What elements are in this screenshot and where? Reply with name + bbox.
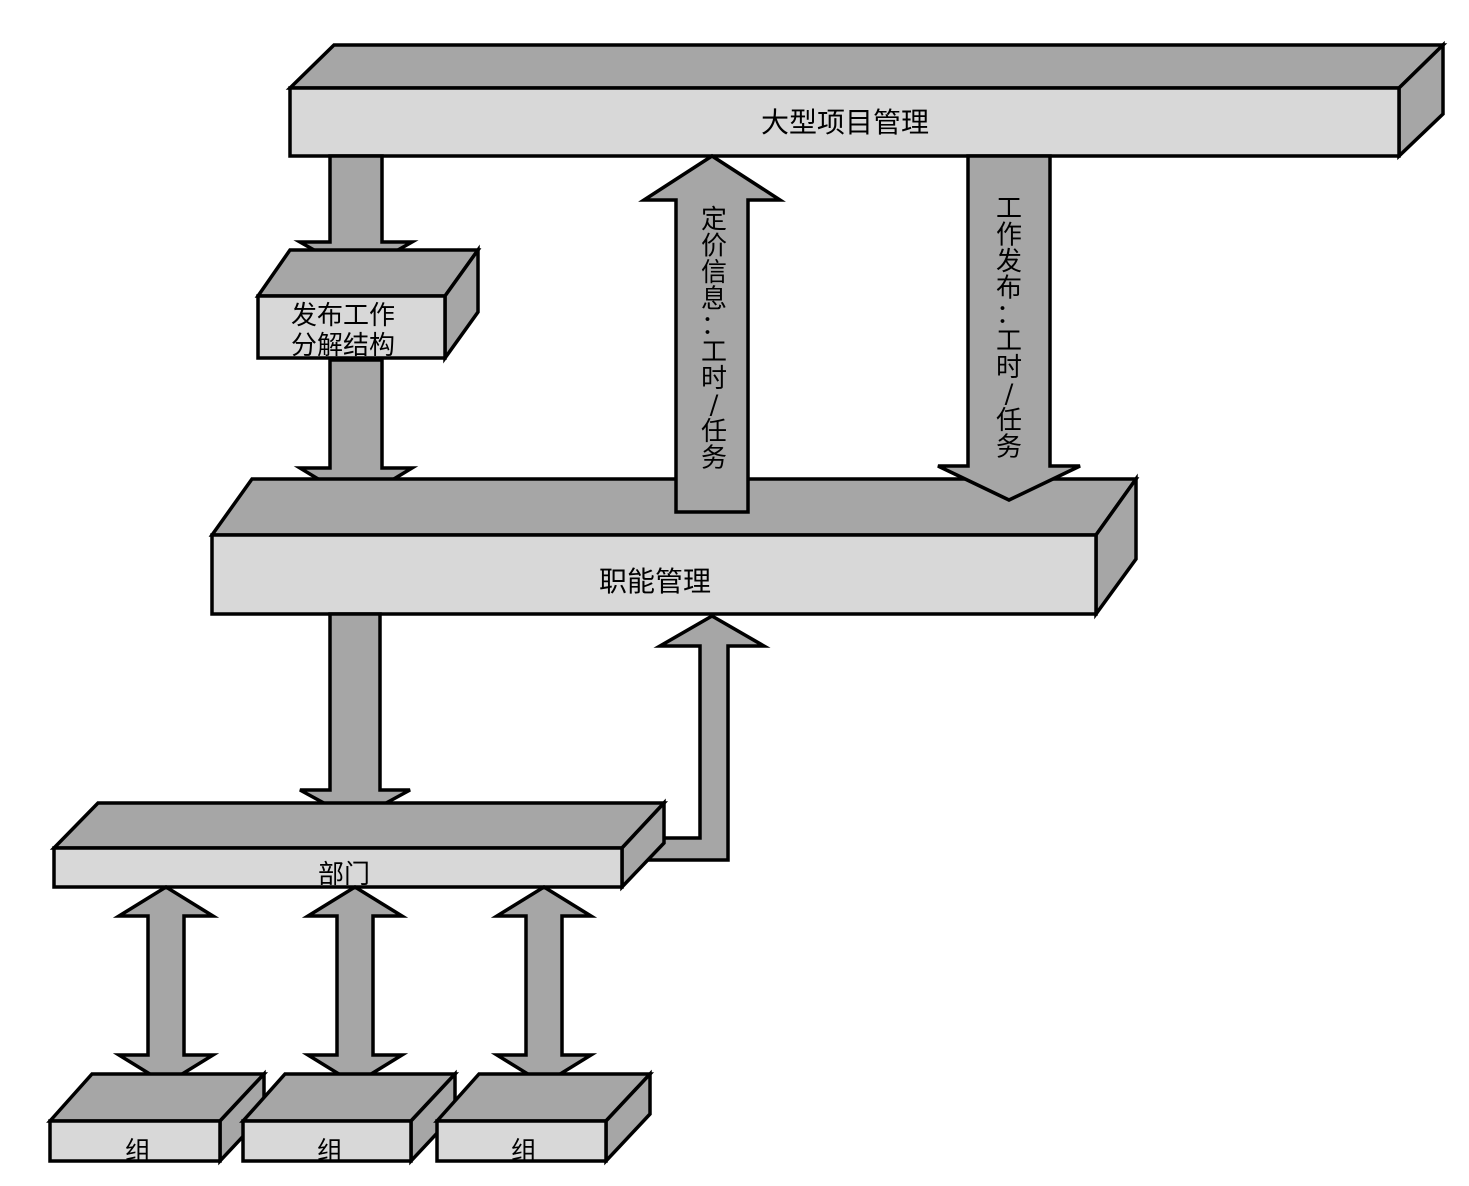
department-label: 部门 (318, 860, 370, 890)
pricing-info-label: 定价信息：工时/任务 (701, 205, 727, 474)
department-block: 部门 (49, 798, 669, 892)
arrow-department-group-3 (490, 884, 598, 1087)
group-2-label: 组 (317, 1137, 343, 1167)
stacked-char: 任 (996, 406, 1022, 436)
arrow-department-group-1 (112, 884, 220, 1087)
stacked-char: ： (701, 311, 727, 341)
stacked-char: 务 (701, 444, 727, 474)
stacked-char: 息 (701, 285, 727, 315)
group-block-3: 组 (433, 1069, 655, 1167)
stacked-char: 时 (701, 364, 727, 394)
group-2-front-face (241, 1119, 413, 1163)
project-management-front-face (288, 86, 1401, 158)
stacked-char: ： (996, 300, 1022, 330)
group-1-label: 组 (125, 1137, 151, 1167)
wbs-label-line2: 分解结构 (291, 331, 395, 361)
functional-management-front-face (210, 533, 1098, 616)
wbs-front-face (256, 294, 447, 360)
arrow-department-group-2 (301, 884, 409, 1087)
arrow-department-to-functional (638, 613, 771, 862)
stacked-char: 信 (701, 258, 727, 288)
stacked-char: 工 (996, 327, 1022, 357)
functional-management-label: 职能管理 (599, 565, 711, 598)
wbs-label-line1: 发布工作 (291, 301, 395, 331)
functional-management-block: 职能管理 (208, 473, 1140, 620)
department-top-face (49, 801, 669, 850)
group-3-front-face (435, 1119, 608, 1163)
project-management-block: 大型项目管理 (285, 40, 1448, 161)
group-1-front-face (48, 1119, 222, 1163)
stacked-char: 任 (701, 417, 727, 447)
stacked-char: 发 (996, 247, 1022, 277)
pricing-info-arrow-group: 定价信息：工时/任务 (638, 153, 786, 514)
stacked-char: 作 (996, 221, 1022, 251)
stacked-char: 务 (996, 433, 1022, 463)
department-front-face (52, 846, 624, 889)
wbs-top-face (254, 248, 482, 298)
stacked-char: 定 (701, 205, 727, 235)
arrow-work-release-down (937, 154, 1081, 502)
arrow-pricing-info-up (638, 153, 786, 514)
work-release-arrow-group: 工作发布：工时/任务 (937, 154, 1081, 502)
project-management-label: 大型项目管理 (761, 106, 929, 139)
stacked-char: 时 (996, 353, 1022, 383)
stacked-char: 工 (701, 338, 727, 368)
group-block-1: 组 (46, 1069, 269, 1167)
stacked-char: 价 (701, 232, 727, 262)
stacked-char: / (1005, 380, 1014, 410)
wbs-block: 发布工作 分解结构 (254, 244, 482, 364)
stacked-char: / (710, 391, 719, 421)
work-release-label: 工作发布：工时/任务 (996, 194, 1022, 463)
group-3-label: 组 (511, 1137, 537, 1167)
group-block-2: 组 (239, 1069, 460, 1167)
arrow-functional-to-department (299, 612, 411, 822)
project-management-top-face (285, 43, 1448, 90)
stacked-char: 布 (996, 274, 1022, 304)
stacked-char: 工 (996, 194, 1022, 224)
